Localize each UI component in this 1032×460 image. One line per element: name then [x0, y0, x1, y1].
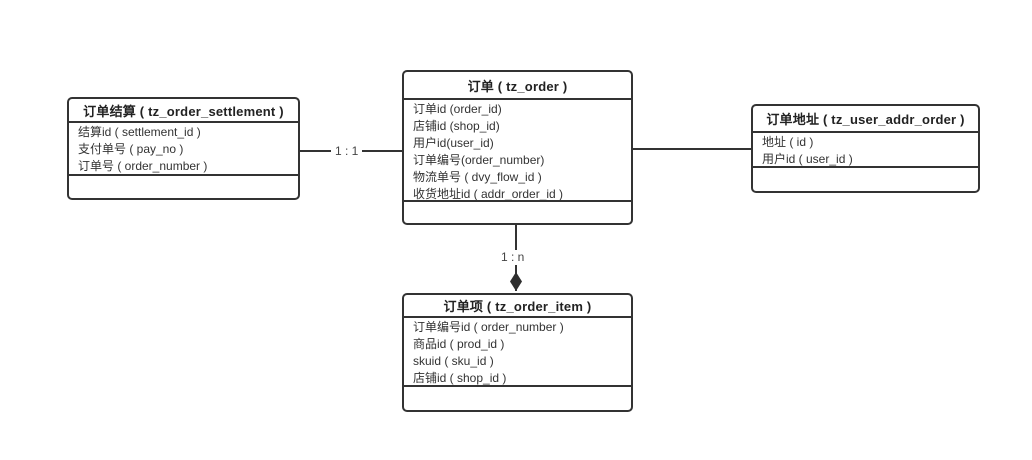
entity-title: 订单 ( tz_order )	[404, 72, 631, 100]
entity-field: skuid ( sku_id )	[413, 354, 494, 368]
entity-order-settlement[interactable]: 订单结算 ( tz_order_settlement ) 结算id ( sett…	[67, 97, 300, 200]
entity-order-item[interactable]: 订单项 ( tz_order_item ) 订单编号id ( order_num…	[402, 293, 633, 412]
entity-fields: 订单id (order_id) 店铺id (shop_id) 用户id(user…	[404, 100, 631, 202]
relation-label-one-to-one: 1 : 1	[331, 144, 363, 159]
entity-order-address[interactable]: 订单地址 ( tz_user_addr_order ) 地址 ( id ) 用户…	[751, 104, 980, 193]
entity-field: 订单编号id ( order_number )	[413, 320, 564, 334]
entity-field: 物流单号 ( dvy_flow_id )	[413, 170, 542, 184]
entity-title: 订单结算 ( tz_order_settlement )	[69, 99, 298, 123]
entity-fields: 订单编号id ( order_number ) 商品id ( prod_id )…	[404, 318, 631, 387]
entity-footer	[404, 202, 631, 223]
entity-footer	[404, 387, 631, 410]
relation-label-one-to-n: 1 : n	[497, 250, 529, 265]
entity-footer	[753, 168, 978, 191]
entity-title: 订单项 ( tz_order_item )	[404, 295, 631, 318]
entity-fields: 结算id ( settlement_id ) 支付单号 ( pay_no ) 订…	[69, 123, 298, 176]
entity-field: 订单号 ( order_number )	[78, 159, 208, 173]
entity-field: 支付单号 ( pay_no )	[78, 142, 184, 156]
entity-footer	[69, 176, 298, 198]
entity-field: 地址 ( id )	[762, 135, 814, 149]
entity-field: 商品id ( prod_id )	[413, 337, 505, 351]
entity-order[interactable]: 订单 ( tz_order ) 订单id (order_id) 店铺id (sh…	[402, 70, 633, 225]
entity-field: 店铺id ( shop_id )	[413, 371, 507, 385]
entity-title: 订单地址 ( tz_user_addr_order )	[753, 106, 978, 133]
entity-fields: 地址 ( id ) 用户id ( user_id )	[753, 133, 978, 168]
entity-field: 用户id(user_id)	[413, 136, 494, 150]
entity-field: 订单编号(order_number)	[413, 153, 545, 167]
entity-field: 用户id ( user_id )	[762, 152, 853, 166]
entity-field: 店铺id (shop_id)	[413, 119, 500, 133]
entity-field: 结算id ( settlement_id )	[78, 125, 201, 139]
diamond-arrow-icon	[510, 272, 522, 291]
entity-field: 收货地址id ( addr_order_id )	[413, 187, 564, 201]
connector-order-address	[632, 148, 752, 150]
entity-field: 订单id (order_id)	[413, 102, 502, 116]
